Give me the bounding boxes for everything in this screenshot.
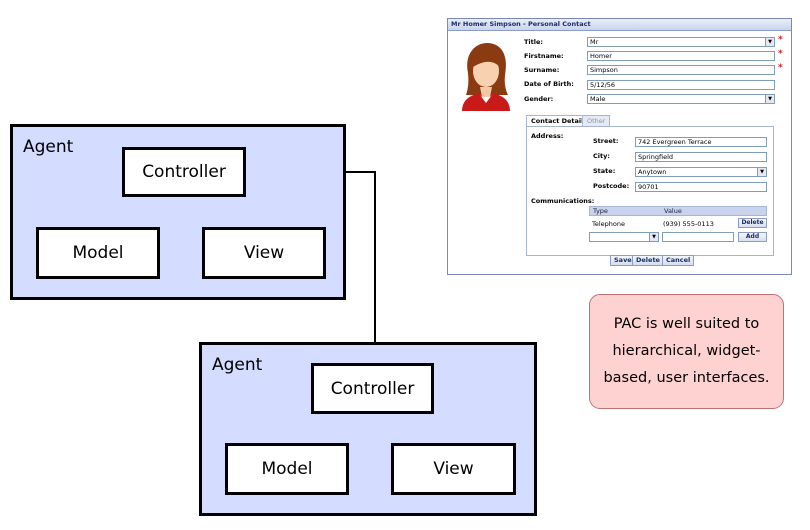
gender-value: Male xyxy=(590,95,606,103)
delete-button[interactable]: Delete xyxy=(632,255,664,266)
city-label: City: xyxy=(593,152,610,160)
add-row-button[interactable]: Add xyxy=(738,232,767,242)
personal-contact-window: Mr Homer Simpson - Personal Contact Titl… xyxy=(447,18,792,275)
dob-field[interactable]: 5/12/56 xyxy=(587,80,775,90)
controller-top-node: Controller xyxy=(122,147,246,197)
chevron-down-icon[interactable]: ▼ xyxy=(649,233,658,241)
state-value: Anytown xyxy=(638,168,667,176)
communications-label: Communications: xyxy=(531,197,595,205)
postcode-value: 90701 xyxy=(638,183,659,191)
agent-top-title: Agent xyxy=(23,137,74,157)
required-marker: * xyxy=(778,35,783,45)
surname-field[interactable]: Simpson xyxy=(587,65,775,75)
user-avatar-icon xyxy=(462,43,510,111)
required-marker: * xyxy=(778,63,783,73)
window-title: Mr Homer Simpson - Personal Contact xyxy=(448,19,791,31)
tab-other[interactable]: Other xyxy=(582,115,611,126)
city-value: Springfield xyxy=(638,153,674,161)
title-value: Mr xyxy=(590,38,599,46)
firstname-value: Homer xyxy=(590,52,612,60)
postcode-label: Postcode: xyxy=(593,182,630,190)
pac-note-text: PAC is well suited to hierarchical, widg… xyxy=(603,316,770,386)
street-label: Street: xyxy=(593,137,619,145)
state-select[interactable]: Anytown ▼ xyxy=(635,167,767,177)
firstname-field[interactable]: Homer xyxy=(587,51,775,61)
title-label: Title: xyxy=(524,38,544,46)
title-select[interactable]: Mr ▼ xyxy=(587,37,775,47)
street-field[interactable]: 742 Evergreen Terrace xyxy=(635,137,767,147)
chevron-down-icon[interactable]: ▼ xyxy=(757,168,766,176)
model-bottom-node: Model xyxy=(225,443,349,495)
chevron-down-icon[interactable]: ▼ xyxy=(765,38,774,46)
chevron-down-icon[interactable]: ▼ xyxy=(765,95,774,103)
dob-label: Date of Birth: xyxy=(524,80,574,88)
address-label: Address: xyxy=(531,132,564,140)
model-top-node: Model xyxy=(36,227,160,279)
surname-label: Surname: xyxy=(524,66,560,74)
new-value-field[interactable] xyxy=(662,232,734,242)
controller-bottom-node: Controller xyxy=(311,363,434,414)
cancel-button[interactable]: Cancel xyxy=(662,255,695,266)
contact-details-panel: Address: Street: 742 Evergreen Terrace C… xyxy=(526,126,774,256)
agent-bottom-title: Agent xyxy=(212,355,263,375)
communications-table-header: Type Value xyxy=(589,206,767,216)
city-field[interactable]: Springfield xyxy=(635,152,767,162)
view-bottom-node: View xyxy=(391,443,516,495)
state-label: State: xyxy=(593,167,616,175)
view-top-node: View xyxy=(202,227,326,279)
street-value: 742 Evergreen Terrace xyxy=(638,138,712,146)
surname-value: Simpson xyxy=(590,66,618,74)
value-column-header: Value xyxy=(664,207,682,215)
required-marker: * xyxy=(778,49,783,59)
dob-value: 5/12/56 xyxy=(590,81,616,89)
comm-value-cell: (939) 555-0113 xyxy=(663,220,714,228)
gender-label: Gender: xyxy=(524,95,554,103)
new-type-select[interactable]: ▼ xyxy=(589,232,659,242)
delete-row-button[interactable]: Delete xyxy=(738,218,767,228)
firstname-label: Firstname: xyxy=(524,52,564,60)
postcode-field[interactable]: 90701 xyxy=(635,182,767,192)
type-column-header: Type xyxy=(593,207,608,215)
gender-select[interactable]: Male ▼ xyxy=(587,94,775,104)
pac-note: PAC is well suited to hierarchical, widg… xyxy=(589,294,784,409)
comm-type-cell: Telephone xyxy=(592,220,626,228)
